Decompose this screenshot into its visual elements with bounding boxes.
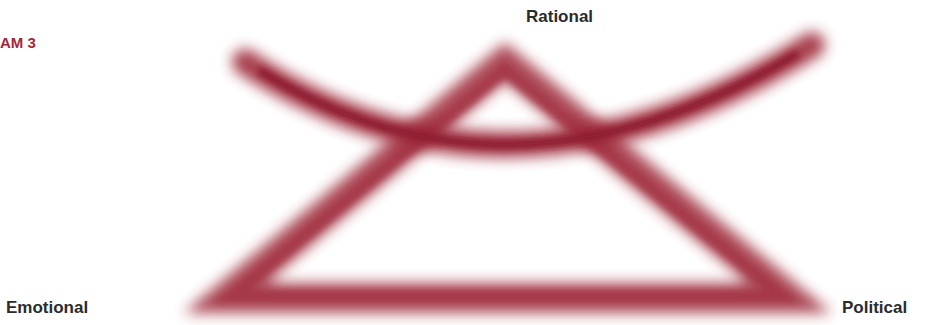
blurred-bowl <box>245 45 812 144</box>
vertex-label: Rational <box>526 8 593 27</box>
vertex-label: Emotional <box>6 299 88 318</box>
vertex-label: Political <box>842 299 907 318</box>
bowl-core <box>262 55 795 144</box>
figure-number: AM 3 <box>0 35 36 52</box>
